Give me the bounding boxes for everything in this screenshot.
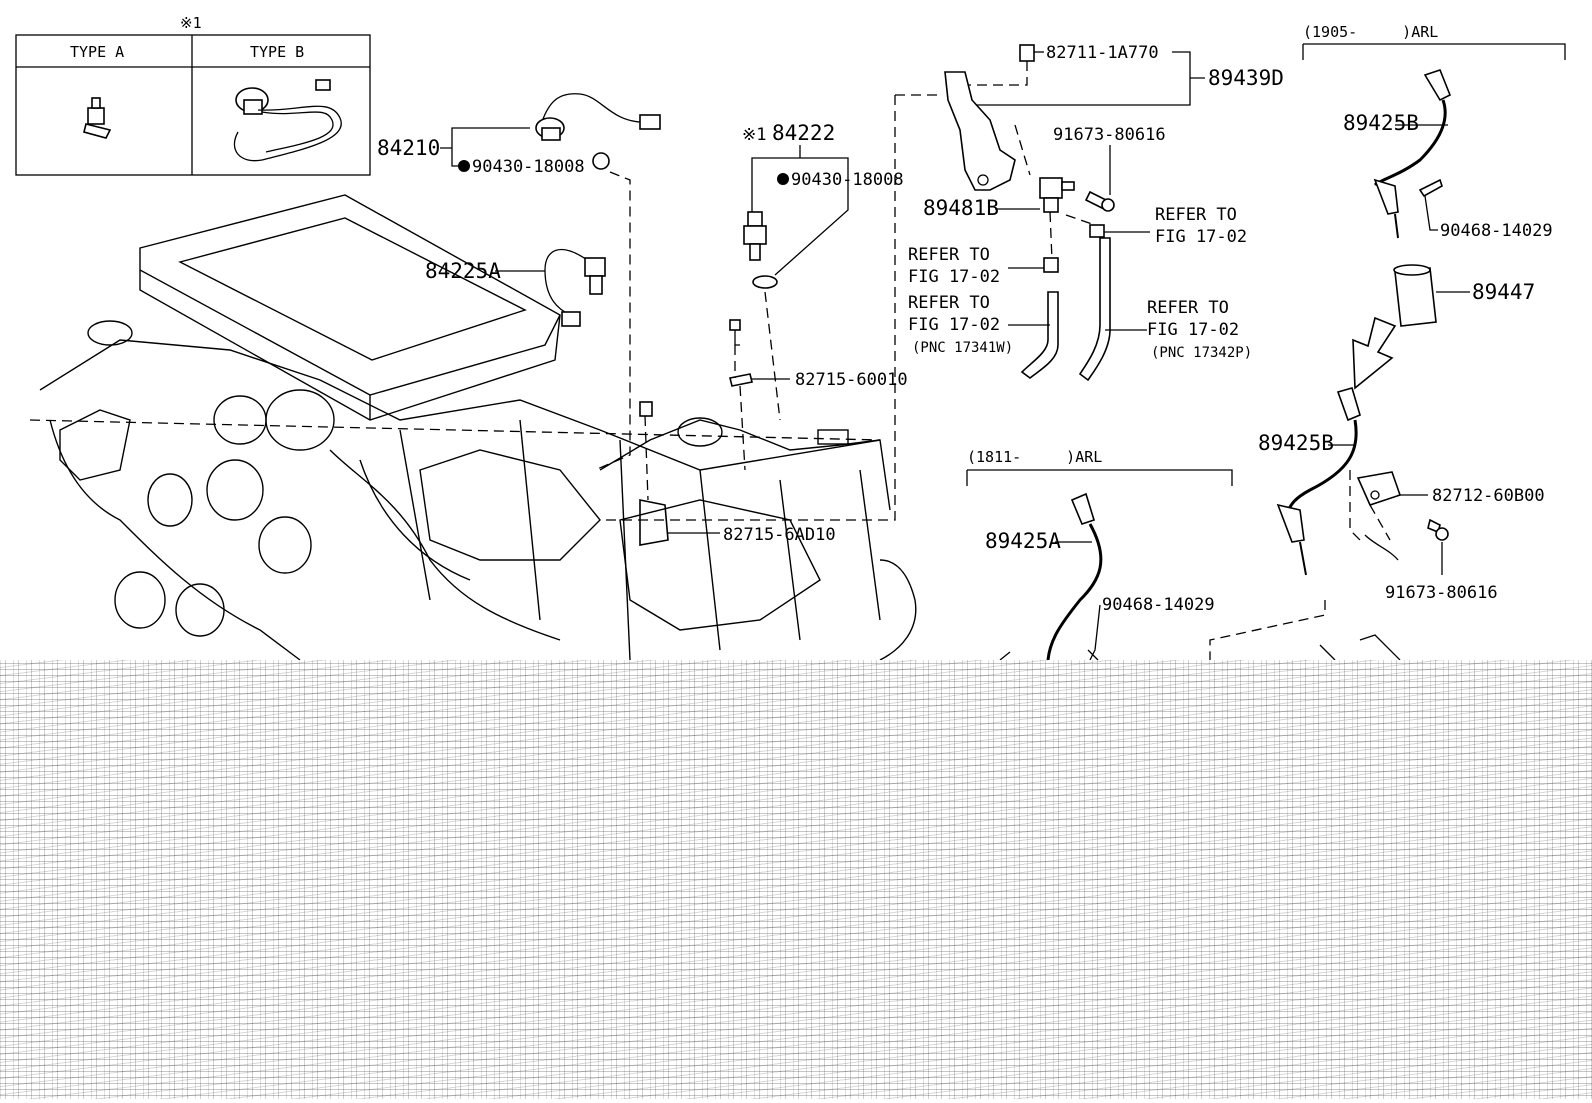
part-82711-1A770 (1019, 44, 1035, 62)
label-refer4-l2: FIG 17-02 (1147, 320, 1239, 340)
label-89439D: 89439D (1208, 66, 1284, 90)
label-refer2-l2: FIG 17-02 (908, 267, 1000, 287)
legend-type-b: TYPE B (250, 43, 304, 61)
label-82712: 82712-60B00 (1432, 486, 1545, 506)
part-89439D-bracket (944, 71, 1016, 191)
scan-noise-region (0, 660, 1592, 1099)
label-89447: 89447 (1472, 280, 1535, 304)
label-89481B: 89481B (923, 196, 999, 220)
part-89425B-top (1373, 69, 1452, 239)
label-refer2-l1: REFER TO (908, 245, 990, 265)
arrow-indicator (1352, 316, 1397, 390)
label-91673-a: 91673-80616 (1053, 125, 1166, 145)
label-refer3-l1: REFER TO (908, 293, 990, 313)
range-bracket-1811 (966, 469, 1233, 486)
range-header-1811: (1811- )ARL (967, 448, 1102, 466)
part-82715-6AD10 (639, 499, 669, 546)
label-refer4-l1: REFER TO (1147, 298, 1229, 318)
legend-frame (15, 34, 371, 176)
type-b-sensor-icon (233, 79, 342, 162)
label-refer1-l2: FIG 17-02 (1155, 227, 1247, 247)
label-82711: 82711-1A770 (1046, 43, 1159, 63)
label-82715-60010: 82715-60010 (795, 370, 908, 390)
range-bracket-1905 (1302, 43, 1566, 60)
part-89425B-mid (1276, 387, 1361, 576)
part-84222 (743, 211, 767, 261)
part-84210 (535, 93, 661, 141)
standard-part-dot (458, 160, 470, 172)
part-82715-60010 (729, 373, 753, 387)
part-89447 (1393, 264, 1437, 327)
label-refer3-l3: (PNC 17341W) (912, 340, 1013, 356)
label-refer4-l3: (PNC 17342P) (1151, 345, 1252, 361)
label-89425A: 89425A (985, 529, 1061, 553)
part-89481B (1039, 177, 1075, 213)
type-a-sensor-icon (83, 97, 112, 139)
label-refer1-l1: REFER TO (1155, 205, 1237, 225)
label-90468-mid: 90468-14029 (1102, 595, 1215, 615)
gasket-ring-a (592, 152, 610, 170)
legend-mark: ※1 (180, 14, 202, 32)
label-91673-b: 91673-80616 (1385, 583, 1498, 603)
gasket-ring-b (752, 275, 778, 289)
clip-90468-top (1418, 178, 1443, 198)
type-legend-box: ※1 TYPE A TYPE B (15, 14, 371, 176)
label-89425B-mid: 89425B (1258, 431, 1334, 455)
label-90430-a: 90430-18008 (472, 157, 585, 177)
part-84225A (544, 249, 606, 327)
part-89425A (1046, 492, 1103, 661)
label-90468-top: 90468-14029 (1440, 221, 1553, 241)
label-82715-6AD10: 82715-6AD10 (723, 525, 836, 545)
engine-block-drawing (29, 194, 917, 661)
label-90430-b: 90430-18008 (791, 170, 904, 190)
range-header-1905: (1905- )ARL (1303, 23, 1438, 41)
part-82712-60B00 (1356, 471, 1402, 506)
standard-part-dot (777, 173, 789, 185)
legend-type-a: TYPE A (70, 43, 124, 61)
vacuum-hoses (1020, 237, 1111, 382)
label-89425B-top: 89425B (1343, 111, 1419, 135)
label-84222-mark: ※1 (742, 125, 766, 145)
label-84210: 84210 (377, 136, 440, 160)
label-84225A: 84225A (425, 259, 501, 283)
label-refer3-l2: FIG 17-02 (908, 315, 1000, 335)
label-84222: 84222 (772, 121, 835, 145)
